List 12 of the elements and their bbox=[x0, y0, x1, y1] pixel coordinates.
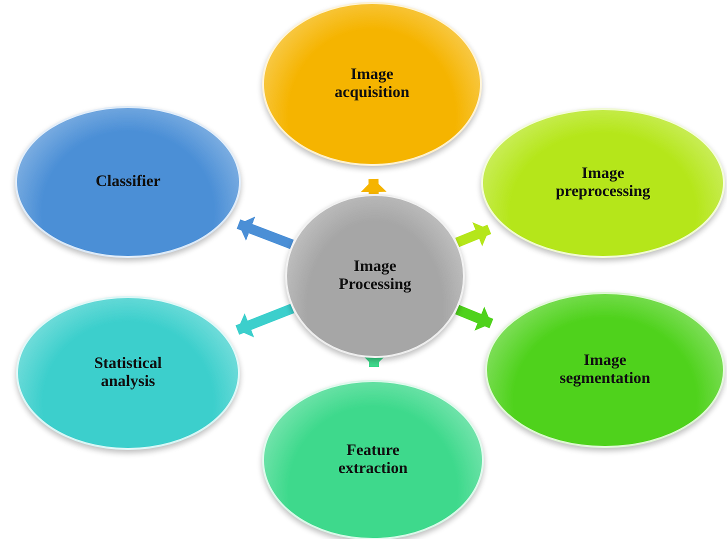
node-label: Statistical analysis bbox=[93, 354, 163, 392]
block-arrow bbox=[360, 178, 387, 194]
node-label: Image acquisition bbox=[334, 66, 410, 102]
block-arrow bbox=[236, 304, 294, 338]
node-label: Image preprocessing bbox=[554, 164, 652, 202]
block-arrow bbox=[455, 222, 492, 248]
node-label: Image Processing bbox=[338, 258, 412, 294]
node-label: Image segmentation bbox=[558, 352, 652, 388]
block-arrow bbox=[455, 304, 494, 331]
node-label: Classifier bbox=[96, 172, 160, 192]
node-label: Feature extraction bbox=[337, 442, 409, 478]
block-arrow bbox=[236, 216, 294, 250]
